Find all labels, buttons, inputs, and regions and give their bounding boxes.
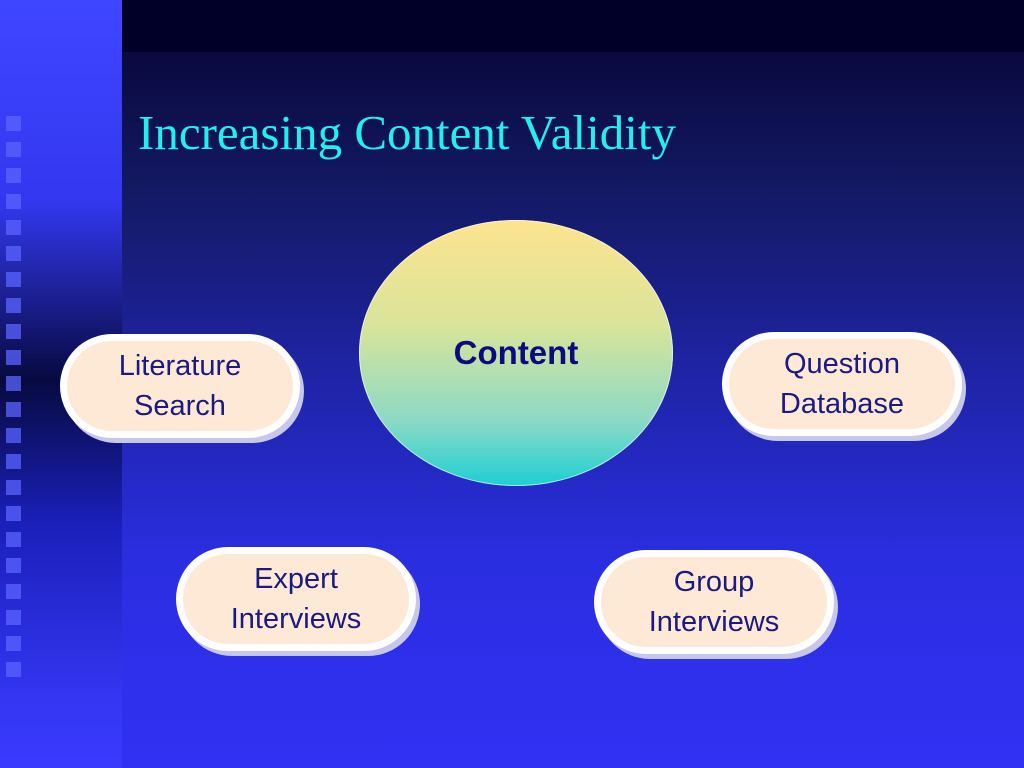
decor-square bbox=[6, 324, 21, 339]
decor-square bbox=[6, 376, 21, 391]
decorative-squares bbox=[6, 116, 28, 688]
decor-square bbox=[6, 558, 21, 573]
node-label: Question Database bbox=[779, 348, 905, 420]
decor-square bbox=[6, 168, 21, 183]
decor-square bbox=[6, 116, 21, 131]
node-label: Group Interviews bbox=[648, 566, 780, 638]
decor-square bbox=[6, 532, 21, 547]
node-literature-search: Literature Search bbox=[60, 334, 300, 438]
decor-square bbox=[6, 402, 21, 417]
decor-square bbox=[6, 220, 21, 235]
node-fill: Literature Search bbox=[67, 341, 293, 431]
content-center-oval: Content bbox=[359, 220, 673, 486]
node-question-database: Question Database bbox=[722, 332, 962, 436]
decor-square bbox=[6, 610, 21, 625]
decor-square bbox=[6, 142, 21, 157]
decor-square bbox=[6, 350, 21, 365]
decor-square bbox=[6, 480, 21, 495]
node-expert-interviews: Expert Interviews bbox=[176, 547, 416, 651]
decor-square bbox=[6, 298, 21, 313]
node-fill: Question Database bbox=[729, 339, 955, 429]
decor-square bbox=[6, 272, 21, 287]
decor-square bbox=[6, 454, 21, 469]
decor-square bbox=[6, 636, 21, 651]
node-fill: Expert Interviews bbox=[183, 554, 409, 644]
decor-square bbox=[6, 662, 21, 677]
center-label: Content bbox=[453, 334, 579, 371]
decor-square bbox=[6, 428, 21, 443]
decor-square bbox=[6, 506, 21, 521]
node-label: Literature Search bbox=[118, 350, 242, 422]
decor-square bbox=[6, 194, 21, 209]
top-dark-band bbox=[122, 0, 1024, 52]
node-fill: Group Interviews bbox=[601, 557, 827, 647]
node-label: Expert Interviews bbox=[230, 563, 362, 635]
decor-square bbox=[6, 584, 21, 599]
node-group-interviews: Group Interviews bbox=[594, 550, 834, 654]
decor-square bbox=[6, 246, 21, 261]
slide-title: Increasing Content Validity bbox=[138, 105, 676, 160]
